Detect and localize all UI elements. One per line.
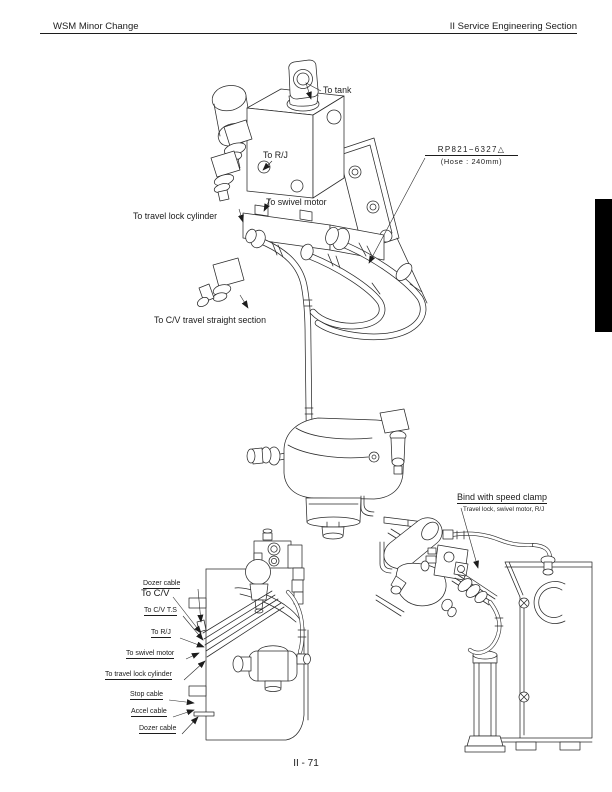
hose-spec: (Hose : 240mm) [440, 157, 503, 166]
label-to-tank: To tank [323, 85, 352, 95]
cable-routing-diagram [168, 528, 311, 741]
cable-label-to-travel-lock: To travel lock cylinder [105, 671, 172, 681]
cable-label-to-cv-ts: To C/V T.S [144, 607, 177, 617]
part-callout: RP821−6327△ (Hose : 240mm) [425, 145, 518, 166]
page-number: II - 71 [293, 758, 319, 769]
cable-label-to-rj: To R/J [151, 629, 171, 639]
label-to-cv-travel-straight: To C/V travel straight section [154, 315, 266, 325]
cable-label-to-swivel-motor: To swivel motor [126, 650, 175, 660]
label-to-rj: To R/J [263, 150, 288, 160]
cable-label-stop-cable: Stop cable [130, 691, 164, 701]
main-diagram [197, 59, 428, 540]
label-to-swivel-motor: To swivel motor [266, 197, 327, 207]
cable-label-dozer-2: Dozer cable [139, 725, 177, 735]
clamp-diagram [360, 495, 593, 753]
cable-label-to-cv: To C/V [141, 588, 170, 599]
clamp-title: Bind with speed clamp [457, 492, 548, 504]
section-tab-marker [595, 199, 612, 332]
cable-label-dozer-1: Dozer cable [143, 580, 181, 590]
header-left-title: WSM Minor Change [53, 21, 139, 32]
label-to-travel-lock-cylinder: To travel lock cylinder [133, 211, 218, 221]
part-number: RP821−6327△ [425, 145, 518, 156]
header-right-title: II Service Engineering Section [449, 21, 577, 32]
cable-label-accel-cable: Accel cable [131, 708, 167, 718]
clamp-subtitle: Travel lock, swivel motor, R/J [463, 506, 545, 513]
header-rule [40, 33, 577, 34]
